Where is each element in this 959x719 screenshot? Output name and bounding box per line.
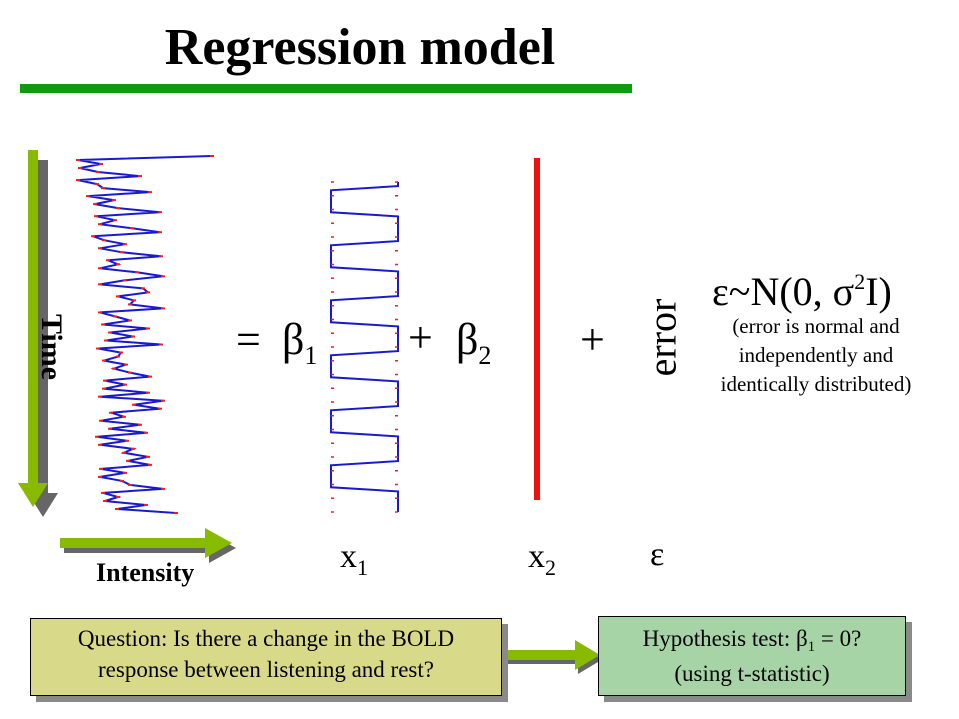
x1-letter: x — [340, 538, 357, 575]
slide-title: Regression model — [164, 19, 556, 76]
question-box: Question: Is there a change in the BOLD … — [30, 618, 502, 696]
equals-sign: = — [236, 315, 261, 364]
x1-markers — [331, 181, 398, 513]
sigma-superscript: 2 — [854, 269, 866, 294]
desc-line-3: identically distributed) — [720, 372, 912, 396]
sigma-symbol: σ — [832, 269, 855, 314]
hypothesis-beta-subscript: 1 — [807, 639, 816, 655]
bold-timeseries-line — [77, 155, 213, 514]
x1-subscript: 1 — [357, 555, 368, 580]
hypothesis-line-2: (using t-statistic) — [674, 661, 830, 686]
beta1-subscript: 1 — [304, 341, 318, 370]
title-underline — [20, 84, 632, 93]
x1-boxcar-regressor — [330, 182, 399, 512]
x1-label: x1 — [340, 538, 368, 580]
beta1-term: β1 — [282, 315, 317, 369]
error-term-label: error — [639, 298, 685, 377]
epsilon-symbol: ε — [712, 269, 729, 314]
normal-notation: ~N(0, — [728, 269, 833, 314]
error-distribution-description: (error is normal and independently and i… — [700, 312, 932, 399]
desc-line-1: (error is normal and — [732, 314, 900, 338]
intensity-arrow — [60, 528, 236, 563]
hypothesis-line-1: Hypothesis test: β1 = 0? — [599, 623, 905, 658]
hypothesis-prefix: Hypothesis test: — [642, 626, 796, 651]
epsilon-label: ε — [650, 536, 665, 573]
plus-sign-2: + — [580, 315, 605, 364]
hypothesis-beta: β — [795, 626, 808, 651]
identity-notation: I) — [865, 269, 892, 314]
beta1-symbol: β — [282, 315, 305, 364]
beta2-term: β2 — [456, 315, 491, 369]
beta2-symbol: β — [456, 315, 479, 364]
x2-subscript: 2 — [545, 555, 556, 580]
time-arrow — [18, 150, 58, 517]
time-axis-label: Time — [35, 313, 68, 381]
beta2-subscript: 2 — [478, 341, 492, 370]
x2-label: x2 — [528, 538, 556, 580]
question-line-1: Question: Is there a change in the BOLD — [77, 626, 455, 651]
hypothesis-suffix: = 0? — [815, 626, 862, 651]
connector-arrow — [504, 640, 603, 674]
question-line-2: response between listening and rest? — [98, 657, 434, 682]
plus-sign-1: + — [408, 313, 433, 362]
error-distribution: ε~N(0, σ2I) — [712, 268, 892, 315]
bold-timeseries-markers — [76, 155, 214, 514]
desc-line-2: independently and — [738, 343, 894, 367]
x2-letter: x — [528, 538, 545, 575]
hypothesis-box: Hypothesis test: β1 = 0? (using t-statis… — [598, 616, 906, 696]
intensity-axis-label: Intensity — [96, 558, 195, 587]
